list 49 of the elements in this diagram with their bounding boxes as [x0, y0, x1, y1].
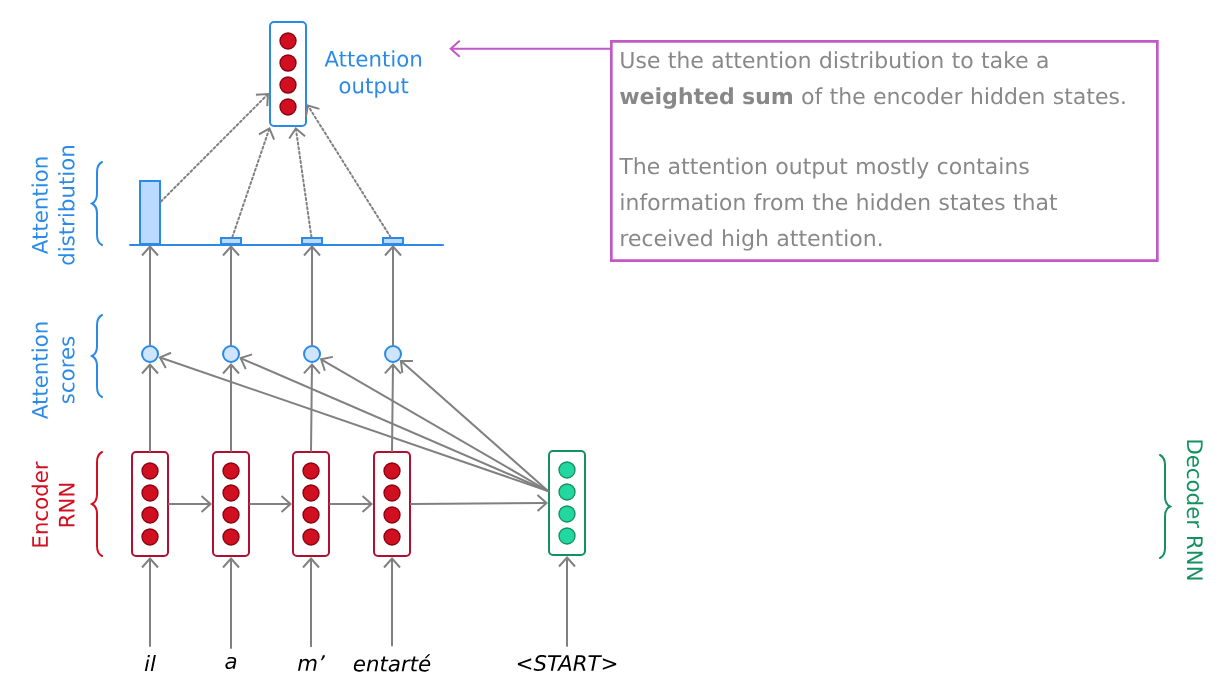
arrow — [168, 495, 212, 513]
side-label: Decoder RNN — [1186, 440, 1204, 580]
arrow — [158, 351, 549, 492]
callout-box: Use the attention distribution to take a weighted sum of the encoder hidden states. The attention output mostly contains information from the hidden states that received high attention. — [610, 40, 1159, 262]
score-circle — [303, 345, 321, 363]
score-circle — [141, 345, 159, 363]
arrow — [302, 363, 321, 452]
input-word: a — [225, 656, 237, 670]
vector-label: Attention output — [324, 50, 422, 98]
arrow — [399, 359, 549, 492]
arrow — [222, 557, 240, 649]
vector-box — [548, 450, 586, 556]
vector-box — [212, 451, 250, 557]
arrow — [249, 495, 292, 513]
arrow — [303, 245, 321, 346]
input-word: entarté — [353, 654, 431, 672]
bar — [220, 237, 242, 245]
vector-box — [373, 451, 411, 557]
arrow — [410, 494, 548, 513]
arrow — [141, 245, 159, 346]
score-circle — [222, 345, 240, 363]
side-label: Attention scores — [31, 322, 75, 420]
side-label: Encoder RNN — [31, 461, 75, 547]
arrow — [319, 355, 549, 492]
arrow — [304, 104, 392, 238]
arrow — [160, 93, 269, 203]
bar — [382, 237, 404, 245]
input-word: m’ — [298, 655, 325, 671]
arrow — [329, 495, 373, 513]
bar — [139, 180, 161, 245]
bar — [301, 237, 323, 245]
arrow — [383, 557, 401, 647]
arrow — [222, 245, 240, 346]
arrow — [222, 363, 240, 452]
vector-box — [292, 451, 330, 557]
side-label: Attention distribution — [31, 146, 75, 265]
arrow — [384, 245, 402, 346]
input-word: <START> — [517, 654, 617, 672]
arrow — [288, 127, 313, 238]
arrow — [231, 127, 276, 238]
arrow — [302, 557, 320, 648]
input-word: il — [144, 654, 156, 672]
arrow — [558, 556, 576, 647]
arrow — [141, 363, 159, 452]
arrow — [141, 557, 159, 647]
vector-box — [131, 451, 169, 557]
arrow — [383, 363, 402, 452]
arrow — [449, 39, 611, 58]
score-circle — [384, 345, 402, 363]
